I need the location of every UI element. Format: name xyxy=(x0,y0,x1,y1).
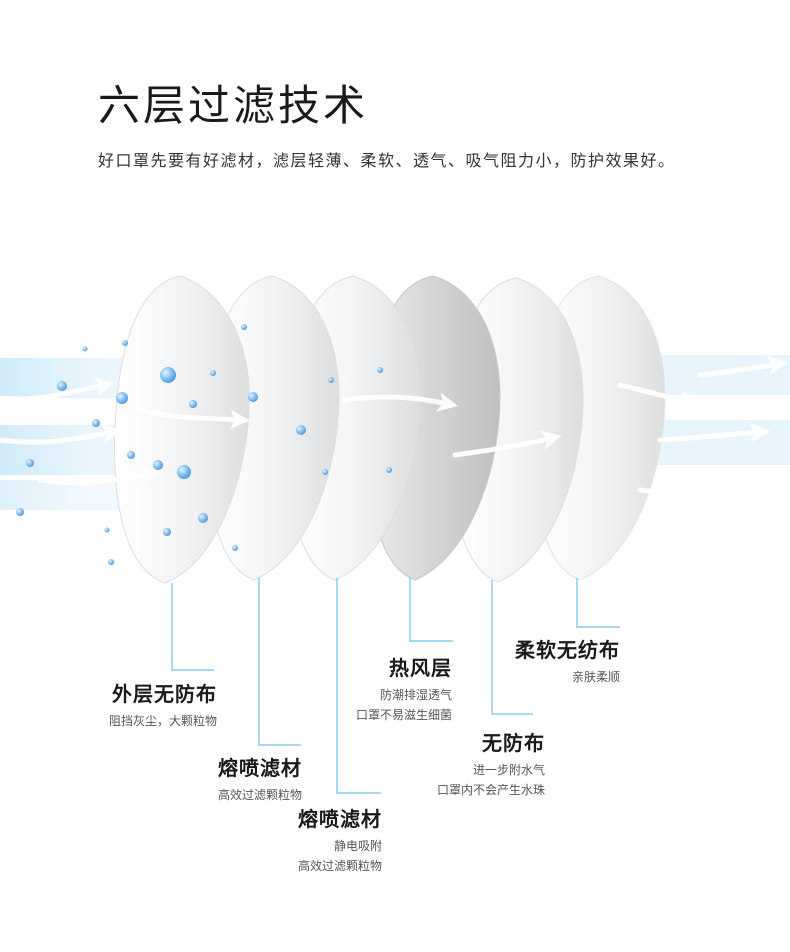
layer-title: 无防布 xyxy=(482,731,545,755)
particle-dot-icon xyxy=(232,545,238,551)
particle-dot-icon xyxy=(160,367,176,383)
particle-dot-icon xyxy=(198,513,208,523)
particle-dot-icon xyxy=(386,467,392,473)
layer-title: 柔软无纺布 xyxy=(515,638,620,662)
layer-desc-line: 高效过滤颗粒物 xyxy=(297,859,382,873)
airflow-arrow-icon xyxy=(637,485,728,506)
page-title: 六层过滤技术 xyxy=(98,81,369,130)
particle-dot-icon xyxy=(57,381,67,391)
particle-dot-icon xyxy=(122,340,128,346)
particles xyxy=(16,324,392,565)
layer-desc-line: 亲肤柔顺 xyxy=(571,670,620,684)
layer-desc-line: 口罩不易滋生细菌 xyxy=(355,708,452,722)
particle-dot-icon xyxy=(241,324,247,330)
particle-dot-icon xyxy=(248,392,258,402)
layer-title: 熔喷滤材 xyxy=(298,807,382,831)
airflow-arrow-icon xyxy=(0,377,115,402)
filter-pads xyxy=(114,275,666,584)
airflow-arrow-icon xyxy=(37,465,160,486)
particle-dot-icon xyxy=(127,451,135,459)
filter-layers-illustration xyxy=(0,275,790,584)
layer-label-3: 熔喷滤材 静电吸附 高效过滤颗粒物 xyxy=(298,803,382,876)
airflow-arrow-icon xyxy=(342,392,458,412)
layer-desc-line: 静电吸附 xyxy=(333,839,382,853)
layer-desc-line: 口罩内不会产生水珠 xyxy=(436,783,545,797)
page-description: 好口罩先要有好滤材，滤层轻薄、柔软、透气、吸气阻力小，防护效果好。 xyxy=(98,151,676,170)
particle-dot-icon xyxy=(82,346,88,352)
layer-label-6: 柔软无纺布 亲肤柔顺 xyxy=(515,634,620,687)
layer-desc-line: 进一步附水气 xyxy=(472,763,545,777)
airflow-arrow-icon xyxy=(617,382,700,410)
layer-desc-line: 阻挡灰尘，大颗粒物 xyxy=(108,714,217,728)
particle-dot-icon xyxy=(296,425,306,435)
layer-label-5: 无防布 进一步附水气 口罩内不会产生水珠 xyxy=(437,727,545,800)
airflow-arrow-icon xyxy=(657,422,770,443)
layer-title: 熔喷滤材 xyxy=(218,756,302,780)
particle-dot-icon xyxy=(328,377,334,383)
particle-dot-icon xyxy=(177,465,191,479)
airflow-arrow-icon xyxy=(137,407,250,430)
particle-dot-icon xyxy=(153,460,163,470)
layer-desc-line: 高效过滤颗粒物 xyxy=(217,788,302,802)
layer-title: 外层无防布 xyxy=(112,682,217,706)
particle-dot-icon xyxy=(210,370,216,376)
particle-dot-icon xyxy=(104,527,110,533)
layer-title: 热风层 xyxy=(389,656,452,680)
particle-dot-icon xyxy=(116,392,128,404)
layer-1-pad xyxy=(114,275,250,584)
layer-label-1: 外层无防布 阻挡灰尘，大颗粒物 xyxy=(109,678,217,731)
airflow-arrow-icon xyxy=(697,355,788,378)
particle-dot-icon xyxy=(189,400,197,408)
particle-dot-icon xyxy=(108,559,114,565)
layer-label-2: 熔喷滤材 高效过滤颗粒物 xyxy=(218,752,302,805)
particle-dot-icon xyxy=(92,419,100,427)
layer-label-4: 热风层 防潮排湿透气 口罩不易滋生细菌 xyxy=(356,652,452,725)
layer-desc-line: 防潮排湿透气 xyxy=(379,688,452,702)
particle-dot-icon xyxy=(26,459,34,467)
airflow-arrow-icon xyxy=(0,424,122,445)
particle-dot-icon xyxy=(163,528,171,536)
airflow-arrows xyxy=(0,355,788,506)
particle-dot-icon xyxy=(322,469,328,475)
airflow-arrow-icon xyxy=(452,430,562,458)
particle-dot-icon xyxy=(377,367,383,373)
particle-dot-icon xyxy=(16,508,24,516)
